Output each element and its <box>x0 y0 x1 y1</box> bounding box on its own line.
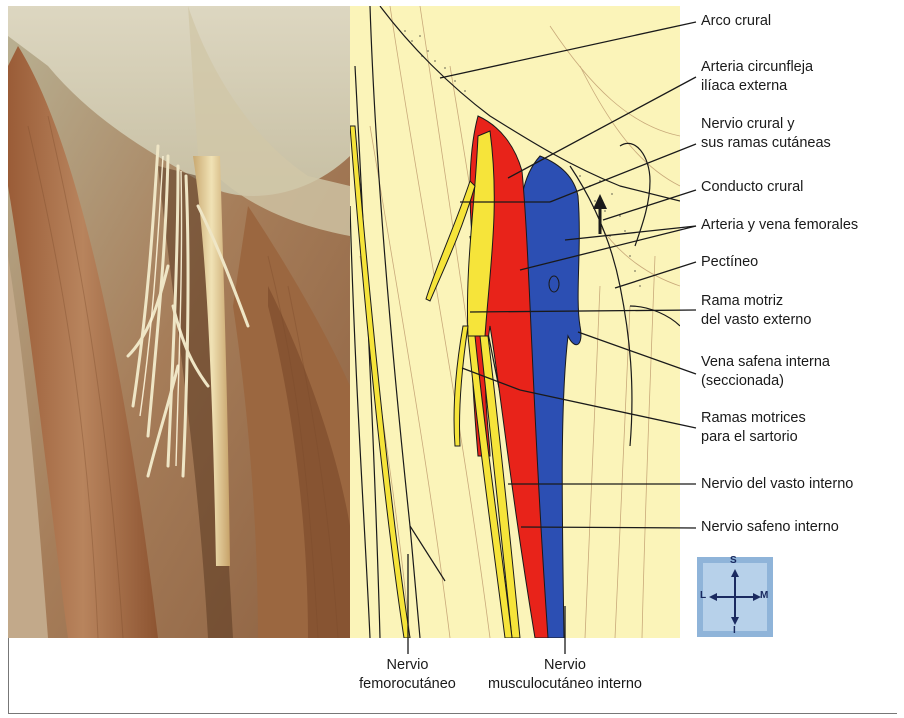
dissection-photograph <box>8 6 350 638</box>
compass-l: L <box>700 590 706 601</box>
compass-s: S <box>730 555 737 566</box>
label-nervio-femorocutaneo: Nervio femorocutáneo <box>355 656 460 694</box>
label-arco-crural: Arco crural <box>701 12 771 31</box>
compass-m: M <box>760 590 768 601</box>
label-pectineo: Pectíneo <box>701 253 758 272</box>
label-nervio-musculocutaneo: Nervio musculocutáneo interno <box>485 656 645 694</box>
compass-i: I <box>733 625 736 636</box>
label-vena-safena: Vena safena interna (seccionada) <box>701 353 830 391</box>
label-rama-motriz: Rama motriz del vasto externo <box>701 292 811 330</box>
label-conducto-crural: Conducto crural <box>701 178 803 197</box>
label-ramas-motrices: Ramas motrices para el sartorio <box>701 409 806 447</box>
label-arteria-circunfleja: Arteria circunfleja ilíaca externa <box>701 58 813 96</box>
label-nervio-vasto-interno: Nervio del vasto interno <box>701 475 853 494</box>
orientation-compass: S I L M <box>697 557 773 637</box>
label-arteria-vena-femorales: Arteria y vena femorales <box>701 216 858 235</box>
schematic-drawing <box>350 6 680 638</box>
label-nervio-crural: Nervio crural y sus ramas cutáneas <box>701 115 831 153</box>
label-nervio-safeno: Nervio safeno interno <box>701 518 839 537</box>
